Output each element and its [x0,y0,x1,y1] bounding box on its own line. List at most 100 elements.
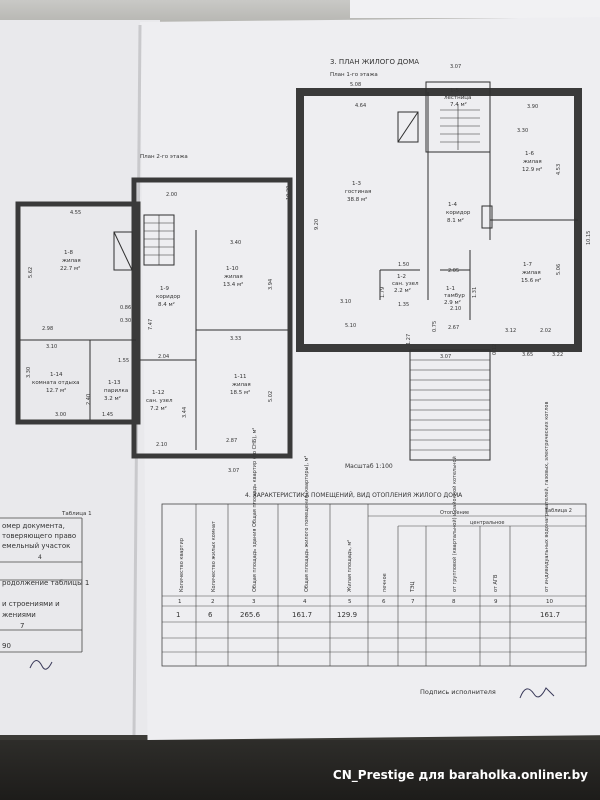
svg-text:Общая площадь жилого помещения: Общая площадь жилого помещения (квартиры… [304,456,310,592]
svg-text:5.06: 5.06 [556,264,562,275]
svg-text:3.00: 3.00 [55,412,66,418]
svg-text:8: 8 [452,599,456,605]
svg-text:гостиная: гостиная [345,189,371,195]
svg-text:омер документа,: омер документа, [2,522,65,530]
svg-text:от групповой (квартальной) и р: от групповой (квартальной) и районной ко… [451,456,458,592]
svg-text:2.00: 2.00 [166,192,177,198]
svg-text:0.86: 0.86 [120,305,131,311]
svg-text:2.98: 2.98 [42,326,53,332]
svg-text:6: 6 [382,599,386,605]
table-values: 1 6 265.6 161.7 129.9 161.7 [176,611,560,619]
svg-text:1.79: 1.79 [380,287,386,298]
svg-text:2.9 м²: 2.9 м² [444,299,461,306]
svg-text:5.10: 5.10 [345,323,356,329]
svg-text:1-11: 1-11 [234,374,246,380]
svg-text:коридор: коридор [446,210,471,216]
svg-text:2.40: 2.40 [86,394,92,405]
svg-text:0.30: 0.30 [120,318,131,324]
svg-text:2.2 м²: 2.2 м² [394,287,411,294]
floor1-plan [296,81,582,461]
svg-text:1-4: 1-4 [448,202,457,208]
svg-text:3: 3 [252,599,256,605]
svg-text:3.30: 3.30 [517,128,528,134]
svg-text:1: 1 [178,599,182,605]
svg-text:7: 7 [20,622,24,630]
svg-text:жилая: жилая [62,258,81,264]
svg-text:тамбур: тамбур [444,293,465,299]
fireplace [397,111,419,143]
svg-text:5.62: 5.62 [28,267,34,278]
paper-strip [350,0,600,18]
floor1-dimensions: 5.08 3.07 4.64 3.90 3.30 10.20 9.20 4.53… [286,64,592,360]
svg-text:2.10: 2.10 [156,442,167,448]
svg-text:1-8: 1-8 [64,250,73,256]
svg-text:3.90: 3.90 [527,104,538,110]
floor1-room-labels: 1-3 гостиная 38.8 м² 1-5 лестница 7.4 м²… [345,88,542,306]
left-partial-table: Таблица 1 омер документа, товеряющего пр… [0,511,92,670]
svg-text:4.53: 4.53 [556,164,562,175]
scale-label: Масштаб 1:100 [345,463,393,470]
floor2-fireplace [113,231,133,271]
svg-text:18.5 м²: 18.5 м² [230,389,250,396]
svg-text:3.12: 3.12 [505,328,516,334]
porch-steps [410,359,490,451]
table-headers: Количество квартир Количество жилых комн… [179,402,550,593]
svg-text:парилка: парилка [104,388,128,394]
svg-text:7.4 м²: 7.4 м² [450,101,467,108]
svg-text:жилая: жилая [224,274,243,280]
left-signature [29,660,53,670]
svg-text:12.9 м²: 12.9 м² [522,166,542,173]
svg-text:лестница: лестница [444,95,471,101]
svg-text:3.44: 3.44 [182,407,188,418]
svg-text:1-14: 1-14 [50,372,63,378]
svg-text:129.9: 129.9 [337,611,357,619]
svg-text:1-12: 1-12 [152,390,164,396]
svg-text:печное: печное [382,573,388,592]
svg-text:1.27: 1.27 [406,334,412,345]
svg-text:5.02: 5.02 [268,391,274,402]
svg-text:3.65: 3.65 [522,352,533,358]
svg-text:13.4 м²: 13.4 м² [223,281,243,288]
background-bottom [0,740,600,800]
floor2-stair-steps [144,215,174,265]
characteristics-table: Отопление центральное Количество квартир… [161,402,587,667]
floor2-dimensions: 2.00 4.55 3.40 5.62 3.94 0.86 0.30 2.98 … [26,192,274,474]
fireplace-diagonal [397,111,419,143]
svg-text:10: 10 [546,599,553,605]
svg-text:и строениями и: и строениями и [2,600,60,608]
svg-text:1.45: 1.45 [102,412,113,418]
svg-text:4: 4 [38,554,42,561]
section4-title: 4. ХАРАКТЕРИСТИКА ПОМЕЩЕНИЙ, ВИД ОТОПЛЕН… [245,492,463,499]
svg-text:161.7: 161.7 [292,611,312,619]
svg-text:12.7 м²: 12.7 м² [46,387,66,394]
svg-text:2.10: 2.10 [450,306,461,312]
svg-text:1: 1 [176,611,180,619]
svg-text:8.1 м²: 8.1 м² [447,217,464,224]
svg-text:3.40: 3.40 [230,240,241,246]
svg-text:5: 5 [348,599,352,605]
floor2-left-block [15,201,141,425]
svg-text:1-9: 1-9 [160,286,169,292]
svg-text:3.94: 3.94 [268,279,274,290]
svg-text:жилая: жилая [232,382,251,388]
svg-text:90: 90 [2,642,11,650]
svg-text:7.47: 7.47 [148,319,154,330]
svg-text:жилая: жилая [522,270,541,276]
table2-label: Таблица 2 [544,508,572,514]
svg-text:3.33: 3.33 [230,336,241,342]
svg-text:22.7 м²: 22.7 м² [60,265,80,272]
svg-text:1-3: 1-3 [352,181,361,187]
svg-text:емельный участок: емельный участок [2,542,70,550]
inner-stair-steps [440,104,480,150]
svg-text:3.10: 3.10 [340,299,351,305]
signature-label: Подпись исполнителя [420,688,496,696]
chimney [481,205,493,229]
svg-text:2.05: 2.05 [448,268,459,274]
svg-text:4.55: 4.55 [70,210,81,216]
svg-text:1-10: 1-10 [226,266,239,272]
svg-text:1.50: 1.50 [398,262,409,268]
svg-text:3.30: 3.30 [26,367,32,378]
stair-block [425,81,491,153]
svg-text:9.20: 9.20 [314,219,320,230]
